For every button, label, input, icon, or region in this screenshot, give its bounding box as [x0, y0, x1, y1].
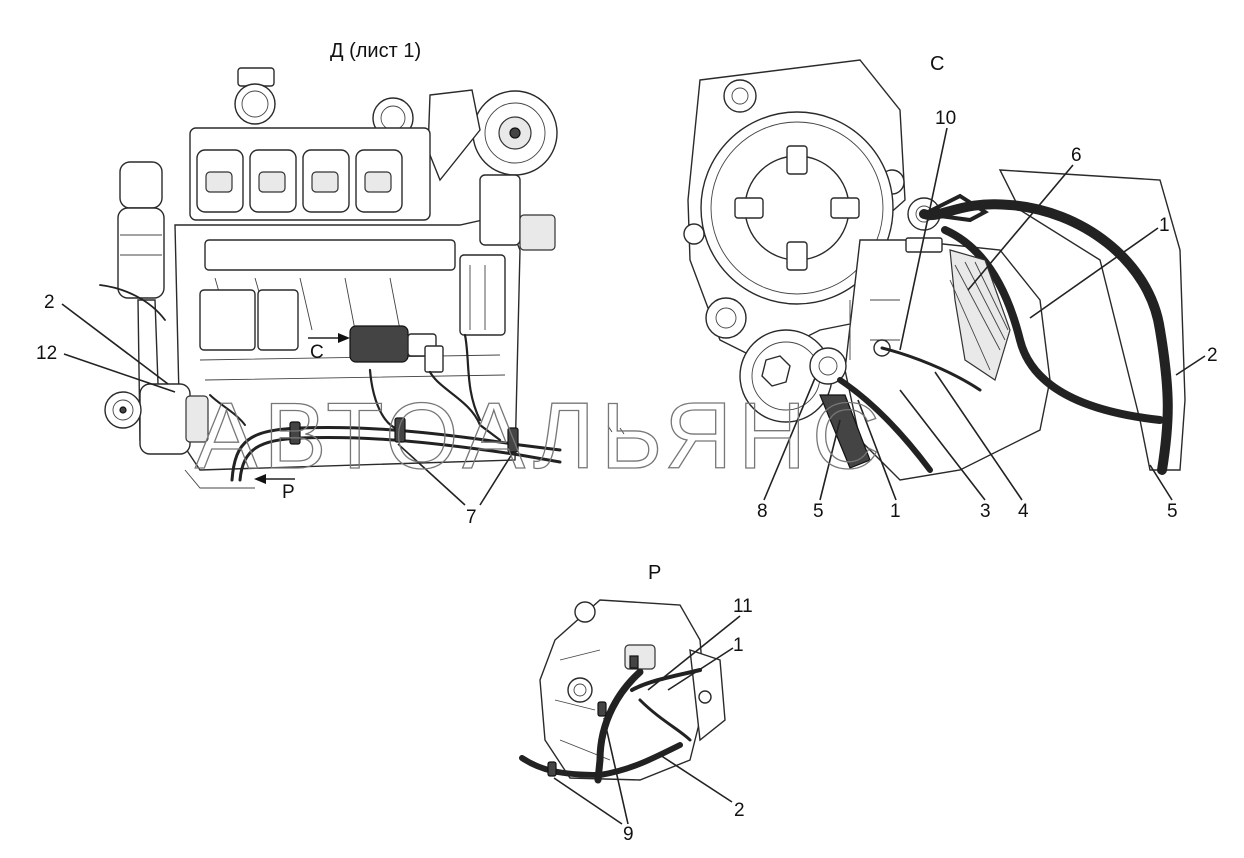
leader-p-11 [647, 615, 741, 691]
leader-c-8 [763, 377, 816, 501]
generator-detail-view: Р 11 1 2 9 [519, 562, 753, 845]
callout-c-6: 6 [1071, 145, 1082, 166]
view-p-title: Р [648, 562, 661, 584]
callout-p-9: 9 [623, 824, 634, 845]
callout-c-2: 2 [1207, 345, 1218, 366]
callout-d-7: 7 [466, 507, 477, 528]
view-d-arrow-p-label: Р [282, 482, 295, 503]
leader-c-2 [1175, 355, 1206, 376]
callout-c-8: 8 [757, 501, 768, 522]
leader-d-2 [61, 303, 169, 385]
callout-c-1-bottom: 1 [890, 501, 901, 522]
leader-p-9b [603, 717, 629, 825]
view-d-arrow-c-label: С [310, 342, 324, 363]
leader-d-7b [479, 453, 513, 506]
generator-drawing [519, 599, 726, 784]
leader-c-1-top [1029, 227, 1159, 319]
engine-view: Д (лист 1) [36, 40, 625, 528]
leader-c-5-left [819, 419, 841, 501]
leader-c-6 [967, 164, 1074, 291]
leader-c-10 [899, 127, 948, 351]
starter-drawing [683, 59, 1186, 481]
callout-c-1-top: 1 [1159, 215, 1170, 236]
callout-c-10: 10 [935, 108, 956, 129]
callout-c-5-right: 5 [1167, 501, 1178, 522]
leader-p-9a [553, 777, 623, 825]
leader-c-4 [934, 371, 1023, 501]
callout-c-5-left: 5 [813, 501, 824, 522]
leader-p-2 [659, 754, 733, 803]
leader-c-5-right [1149, 464, 1173, 501]
arrow-c-head [338, 333, 350, 343]
callout-d-12: 12 [36, 343, 57, 364]
watermark: АВТОАЛЬЯНС [195, 383, 886, 488]
view-c-title: С [930, 53, 944, 75]
view-d-title: Д (лист 1) [330, 40, 421, 62]
callout-p-1: 1 [733, 635, 744, 656]
arrow-p-head [254, 474, 266, 484]
callout-c-3: 3 [980, 501, 991, 522]
leader-c-1-bottom [857, 399, 897, 501]
starter-detail-view: С [683, 53, 1218, 522]
leader-d-12 [63, 353, 176, 393]
callout-d-2: 2 [44, 292, 55, 313]
engine-drawing [99, 67, 625, 489]
leader-d-7a [397, 443, 466, 506]
callout-c-4: 4 [1018, 501, 1029, 522]
callout-p-11: 11 [733, 596, 753, 617]
callout-p-2: 2 [734, 800, 745, 821]
leader-c-3 [899, 389, 986, 501]
leader-p-1 [667, 647, 734, 691]
